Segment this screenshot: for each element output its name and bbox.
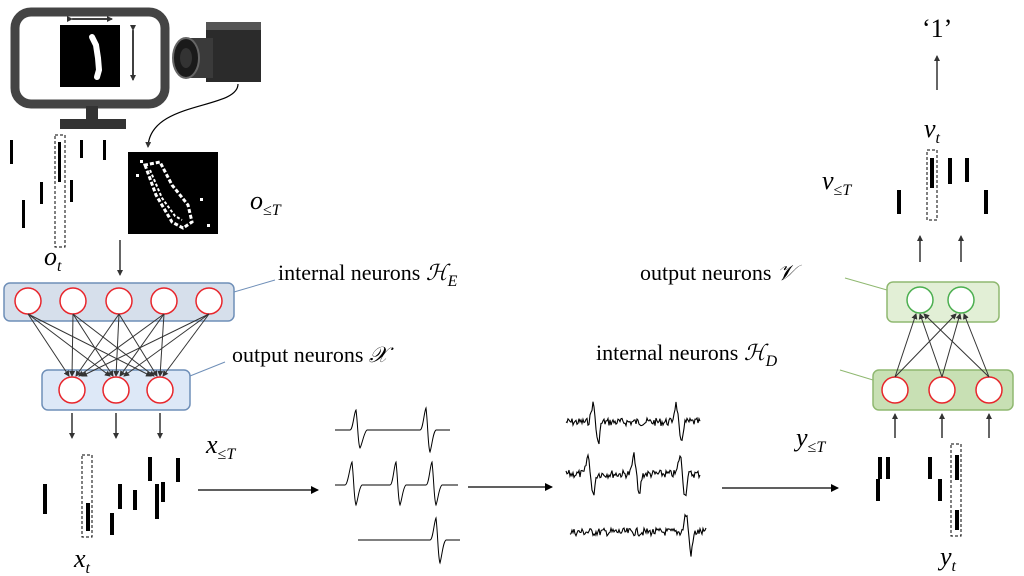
decoder-output-layer xyxy=(886,281,1000,323)
encoder-connections xyxy=(27,313,210,377)
x-down-arrows xyxy=(69,413,163,439)
noisy-waveforms xyxy=(565,401,707,557)
o-T-label: o≤T xyxy=(250,186,281,219)
decoder-output-callout xyxy=(844,277,888,291)
encoder-output-neurons xyxy=(58,376,174,404)
event-image xyxy=(128,152,218,234)
clean-waveforms xyxy=(335,406,460,565)
y-T-label: y≤T xyxy=(796,423,826,456)
camera-to-image-arrow xyxy=(145,83,239,148)
v-T-label: v≤T xyxy=(822,166,852,199)
y-spike-raster xyxy=(876,443,962,537)
x-spike-raster xyxy=(43,454,180,538)
v-up-arrows xyxy=(917,235,964,262)
decoder-connections xyxy=(894,313,990,378)
decoder-internal-callout xyxy=(839,369,874,381)
decoder-output-label: output neurons 𝒱 xyxy=(640,260,796,286)
encoder-internal-neurons xyxy=(14,287,223,315)
x-callout-line xyxy=(189,361,226,377)
camera-icon xyxy=(172,22,261,82)
x-t-label: xt xyxy=(74,544,90,576)
decoder-internal-label: internal neurons ℋD xyxy=(596,340,778,370)
monitor-icon xyxy=(10,7,170,129)
decoder-internal-neurons xyxy=(881,376,1003,404)
o-spike-raster xyxy=(10,134,106,248)
v-spike-raster xyxy=(897,149,988,221)
y-up-arrows xyxy=(892,413,992,438)
result-label: ‘1’ xyxy=(922,14,953,43)
encoder-internal-label: internal neurons ℋE xyxy=(278,260,458,290)
v-t-label: vt xyxy=(924,114,940,147)
y-t-label: yt xyxy=(940,542,956,575)
noisy-waveform-1 xyxy=(565,401,701,445)
encoder-output-label: output neurons 𝒳 xyxy=(232,342,388,368)
o-t-label: ot xyxy=(44,242,62,275)
x-T-label: x≤T xyxy=(206,430,236,463)
noisy-waveform-3 xyxy=(569,513,707,557)
decoder-output-neurons xyxy=(906,286,975,314)
noisy-waveform-2 xyxy=(565,452,701,497)
encoder-callout-line xyxy=(233,279,276,293)
